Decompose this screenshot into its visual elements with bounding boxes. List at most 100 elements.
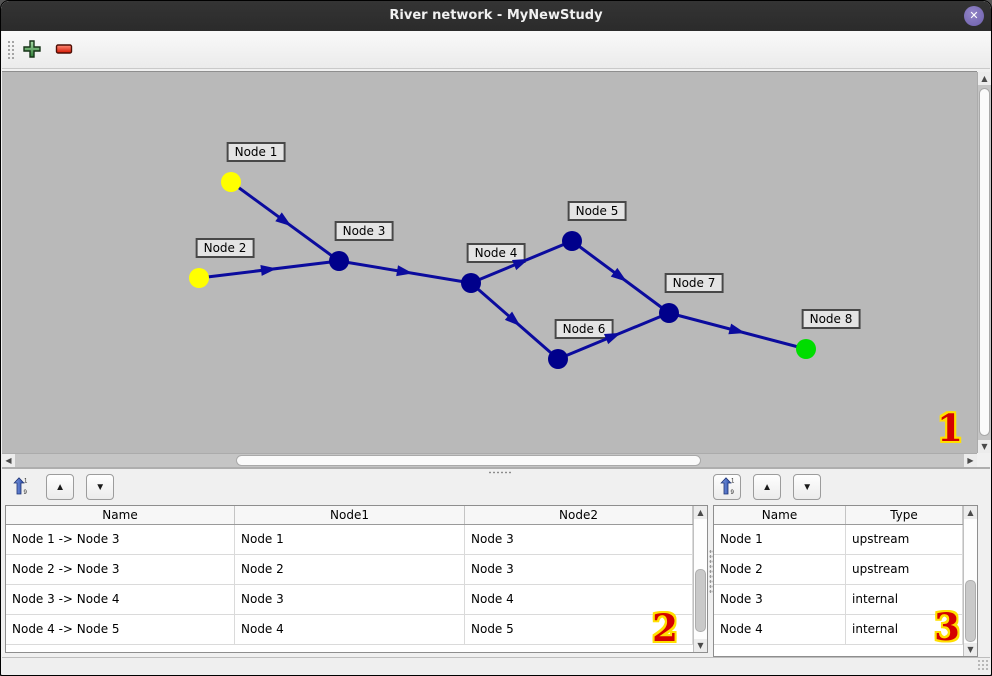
table-cell[interactable]: Node 1 -> Node 3 [6,525,235,554]
table-cell[interactable]: Node 2 -> Node 3 [6,555,235,584]
column-header[interactable]: Node2 [465,506,693,524]
canvas-vertical-scrollbar[interactable]: ▲ ▼ [977,72,991,453]
scroll-left-icon[interactable]: ◀ [2,454,15,467]
scroll-up-icon[interactable]: ▲ [964,506,977,519]
scroll-down-icon[interactable]: ▼ [978,440,991,453]
red-minus-icon [55,43,73,54]
edge-arrow-icon [504,311,521,327]
node-label[interactable]: Node 3 [334,221,394,241]
move-up-button[interactable]: ▲ [46,474,75,500]
column-header[interactable]: Type [846,506,963,524]
edge-arrow-icon [610,267,627,282]
edge-arrow-icon [275,212,292,227]
sort-button[interactable]: 1 9 [713,474,741,500]
green-plus-icon [23,39,41,58]
node-circle[interactable] [221,172,241,192]
node-circle[interactable] [329,251,349,271]
table-cell[interactable]: Node 2 [235,555,465,584]
move-up-button[interactable]: ▲ [753,474,782,500]
table-cell[interactable]: Node 3 [235,585,465,614]
table-cell[interactable]: upstream [846,555,963,584]
table-cell[interactable]: internal [846,615,963,644]
scroll-up-icon[interactable]: ▲ [978,72,991,85]
status-bar [2,657,990,675]
table-cell[interactable]: Node 1 [714,525,846,554]
node-label[interactable]: Node 7 [664,273,724,293]
toolbar-drag-handle[interactable] [7,40,14,61]
panel-splitter-handle[interactable] [709,549,713,593]
node-circle[interactable] [562,231,582,251]
node-circle[interactable] [659,303,679,323]
scrollbar-thumb[interactable] [695,569,706,632]
close-button[interactable]: ✕ [964,6,984,26]
table-cell[interactable]: upstream [846,525,963,554]
som-mark: 3 [934,605,960,649]
edge-arrow-icon [260,265,277,276]
table-cell[interactable]: Node 3 -> Node 4 [6,585,235,614]
sort-button[interactable]: 1 9 [6,474,34,500]
som-mark: 2 [652,606,678,650]
up-triangle-icon: ▲ [55,481,66,493]
svg-text:9: 9 [731,490,735,495]
node-circle[interactable] [796,339,816,359]
edges-panel-toolbar: 1 9 ▲ ▼ [6,474,121,501]
network-canvas[interactable]: Node 1 Node 2 Node 3 Node 4 Node 5 Node 6 Node… [2,71,977,453]
close-icon: ✕ [969,9,979,22]
scroll-down-icon[interactable]: ▼ [694,639,707,652]
canvas-horizontal-scrollbar[interactable]: ◀ ▶ [2,453,977,467]
node-label[interactable]: Node 5 [567,201,627,221]
add-button[interactable] [19,38,45,62]
column-header[interactable]: Name [714,506,846,524]
node-label[interactable]: Node 1 [226,142,286,162]
sort-1-9-icon: 1 9 [13,476,28,496]
node-circle[interactable] [189,268,209,288]
node-label[interactable]: Node 2 [195,238,255,258]
node-circle[interactable] [548,349,568,369]
table-cell[interactable]: Node 4 [714,615,846,644]
column-header[interactable]: Node1 [235,506,465,524]
table-cell[interactable]: Node 3 [714,585,846,614]
table-cell[interactable]: Node 5 [465,615,693,644]
toolbar [2,31,990,69]
table-cell[interactable]: Node 4 -> Node 5 [6,615,235,644]
horizontal-splitter[interactable] [2,467,990,474]
nodes-table-scrollbar[interactable]: ▲ ▼ [963,506,977,656]
scroll-down-icon[interactable]: ▼ [964,643,977,656]
horizontal-scrollbar-thumb[interactable] [236,455,701,466]
vertical-scrollbar-thumb[interactable] [979,88,990,436]
titlebar[interactable]: River network - MyNewStudy ✕ [1,1,991,31]
table-cell[interactable]: internal [846,585,963,614]
table-cell[interactable]: Node 4 [235,615,465,644]
node-label[interactable]: Node 4 [466,243,526,263]
scroll-up-icon[interactable]: ▲ [694,506,707,519]
table-cell[interactable]: Node 3 [465,525,693,554]
node-label[interactable]: Node 8 [801,309,861,329]
edges-table-scrollbar[interactable]: ▲ ▼ [693,506,707,652]
resize-grip-icon[interactable] [977,659,988,670]
move-down-button[interactable]: ▼ [793,474,822,500]
table-cell[interactable]: Node 2 [714,555,846,584]
scrollbar-thumb[interactable] [965,580,976,642]
up-triangle-icon: ▲ [762,481,773,493]
move-down-button[interactable]: ▼ [86,474,115,500]
scroll-right-icon[interactable]: ▶ [964,454,977,467]
column-header[interactable]: Name [6,506,235,524]
node-label[interactable]: Node 6 [554,319,614,339]
table-cell[interactable]: Node 4 [465,585,693,614]
table-cell[interactable]: Node 1 [235,525,465,554]
table-cell[interactable]: Node 3 [465,555,693,584]
remove-button[interactable] [51,38,77,62]
node-circle[interactable] [461,273,481,293]
edge-arrow-icon [396,265,413,277]
